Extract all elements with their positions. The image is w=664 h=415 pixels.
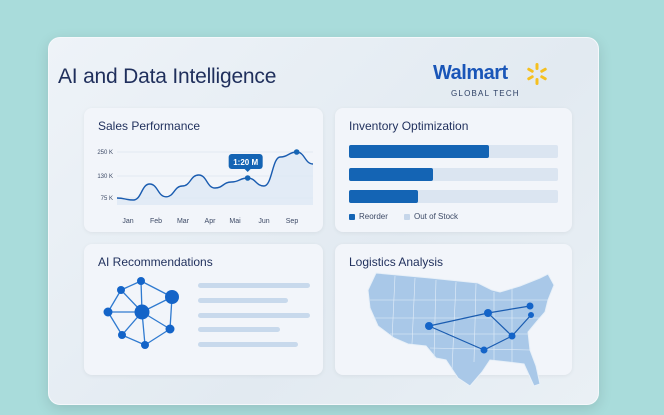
inventory-bar — [349, 145, 558, 158]
inventory-bar-fill — [349, 145, 490, 158]
ai-title: AI Recommendations — [98, 255, 213, 269]
y-tick-label: 250 K — [97, 150, 113, 156]
legend-label: Reorder — [359, 212, 388, 221]
inventory-bar — [349, 168, 558, 181]
x-tick-label: Sep — [286, 218, 299, 225]
logo-name: Walmart — [433, 62, 508, 84]
x-tick-label: Jan — [122, 218, 133, 225]
y-tick-label: 75 K — [101, 196, 113, 202]
x-tick-label: Mai — [229, 218, 241, 225]
recommendation-line — [198, 298, 288, 303]
sales-line — [116, 151, 314, 201]
legend-out-of-stock: Out of Stock — [404, 212, 458, 221]
legend-reorder: Reorder — [349, 212, 388, 221]
x-tick-label: Mar — [177, 218, 190, 225]
peak-point — [293, 149, 300, 155]
y-tick-label: 130 K — [97, 174, 113, 180]
tooltip-label: 1:20 M — [233, 158, 258, 167]
logistics-title: Logistics Analysis — [349, 255, 444, 269]
legend-label: Out of Stock — [414, 212, 459, 221]
tooltip-pointer — [244, 169, 251, 172]
walmart-logo: Walmart GLOBAL TECH — [433, 62, 547, 98]
sales-area — [117, 152, 313, 205]
inventory-bar — [349, 190, 558, 203]
highlight-point — [244, 175, 251, 181]
spark-icon — [527, 63, 547, 85]
recommendation-line — [198, 327, 280, 332]
x-tick-label: Jun — [258, 218, 269, 225]
sales-title: Sales Performance — [98, 119, 201, 133]
logo-subtitle: GLOBAL TECH — [451, 89, 520, 98]
inventory-title: Inventory Optimization — [349, 119, 469, 133]
recommendation-line — [198, 313, 310, 318]
recommendation-line — [198, 283, 310, 288]
recommendation-line — [198, 342, 298, 347]
page-title: AI and Data Intelligence — [58, 65, 277, 88]
legend-swatch — [404, 213, 410, 220]
inventory-bar-fill — [349, 190, 418, 203]
inventory-bar-fill — [349, 168, 433, 181]
ai-panel — [84, 244, 323, 375]
us-map-shape — [367, 272, 555, 387]
x-tick-label: Feb — [150, 218, 162, 225]
tooltip-box — [228, 154, 263, 169]
x-tick-label: Apr — [205, 218, 217, 225]
legend-swatch — [349, 213, 355, 220]
